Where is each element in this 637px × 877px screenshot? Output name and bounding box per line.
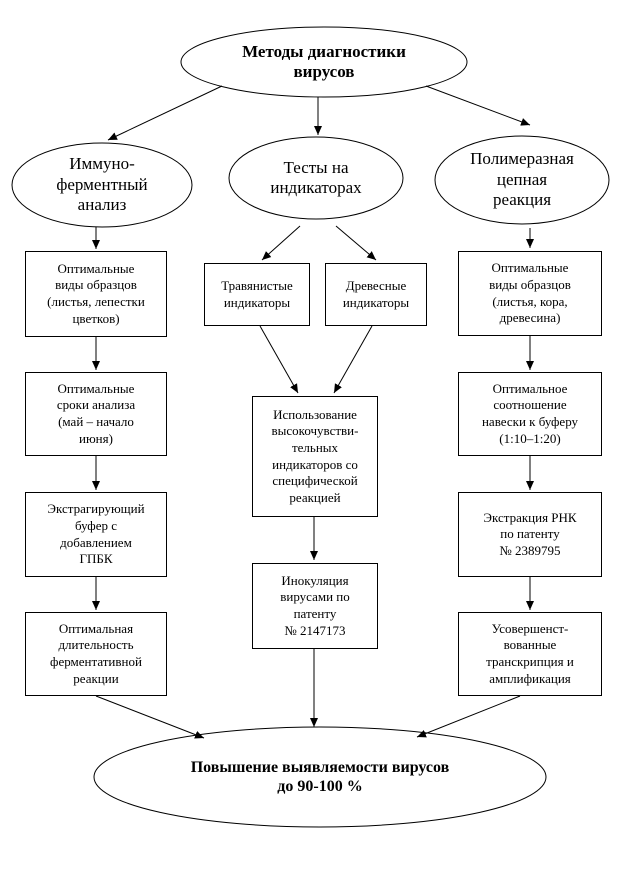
result-ellipse-shape	[93, 726, 547, 828]
arrow-wood-to-use	[333, 325, 373, 394]
arrow-col2-right	[335, 225, 377, 261]
herbaceous-indicators: Травянистые индикаторы	[204, 263, 310, 326]
elisa-step-3: Экстрагирующий буфер с добавлением ГПБК	[25, 492, 167, 577]
method-title-2: Тесты на индикаторах	[270, 157, 362, 197]
method-ellipse-shape-1	[11, 142, 193, 228]
elisa-step-2: Оптимальные сроки анализа (май – начало …	[25, 372, 167, 456]
arrow-col3-to-result	[416, 695, 521, 738]
arrow-col1-to-result	[95, 695, 205, 739]
method-title-1: Иммуно- ферментный анализ	[56, 154, 148, 215]
pcr-step-4: Усовершенст- вованные транскрипция и амп…	[458, 612, 602, 696]
arrow-col2-left	[261, 225, 301, 261]
method-ellipse-shape-3	[434, 135, 610, 225]
arrow-top-to-method-3	[425, 85, 531, 126]
pcr-step-1: Оптимальные виды образцов (листья, кора,…	[458, 251, 602, 336]
elisa-step-1: Оптимальные виды образцов (листья, лепес…	[25, 251, 167, 337]
pcr-step-3: Экстракция РНК по патенту № 2389795	[458, 492, 602, 577]
indicator-step-2: Инокуляция вирусами по патенту № 2147173	[252, 563, 378, 649]
method-ellipse-shape-2	[228, 136, 404, 220]
result-text: Повышение выявляемости вирусов до 90-100…	[190, 758, 450, 795]
arrow-herb-to-use	[259, 325, 299, 394]
woody-indicators: Древесные индикаторы	[325, 263, 427, 326]
elisa-step-4: Оптимальная длительность ферментативной …	[25, 612, 167, 696]
pcr-step-2: Оптимальное соотношение навески к буферу…	[458, 372, 602, 456]
method-title-3: Полимеразная цепная реакция	[470, 149, 574, 210]
top-ellipse-shape	[180, 26, 468, 98]
method-ellipse-3: Полимеразная цепная реакция	[435, 136, 609, 224]
method-ellipse-2: Тесты на индикаторах	[229, 137, 403, 219]
arrow-top-to-method-1	[107, 85, 223, 141]
result-ellipse: Повышение выявляемости вирусов до 90-100…	[94, 727, 546, 827]
top-title: Методы диагностики вирусов	[242, 41, 406, 81]
top-ellipse: Методы диагностики вирусов	[181, 27, 467, 97]
method-ellipse-1: Иммуно- ферментный анализ	[12, 143, 192, 227]
indicator-step-1: Использование высокочувстви- тельных инд…	[252, 396, 378, 517]
